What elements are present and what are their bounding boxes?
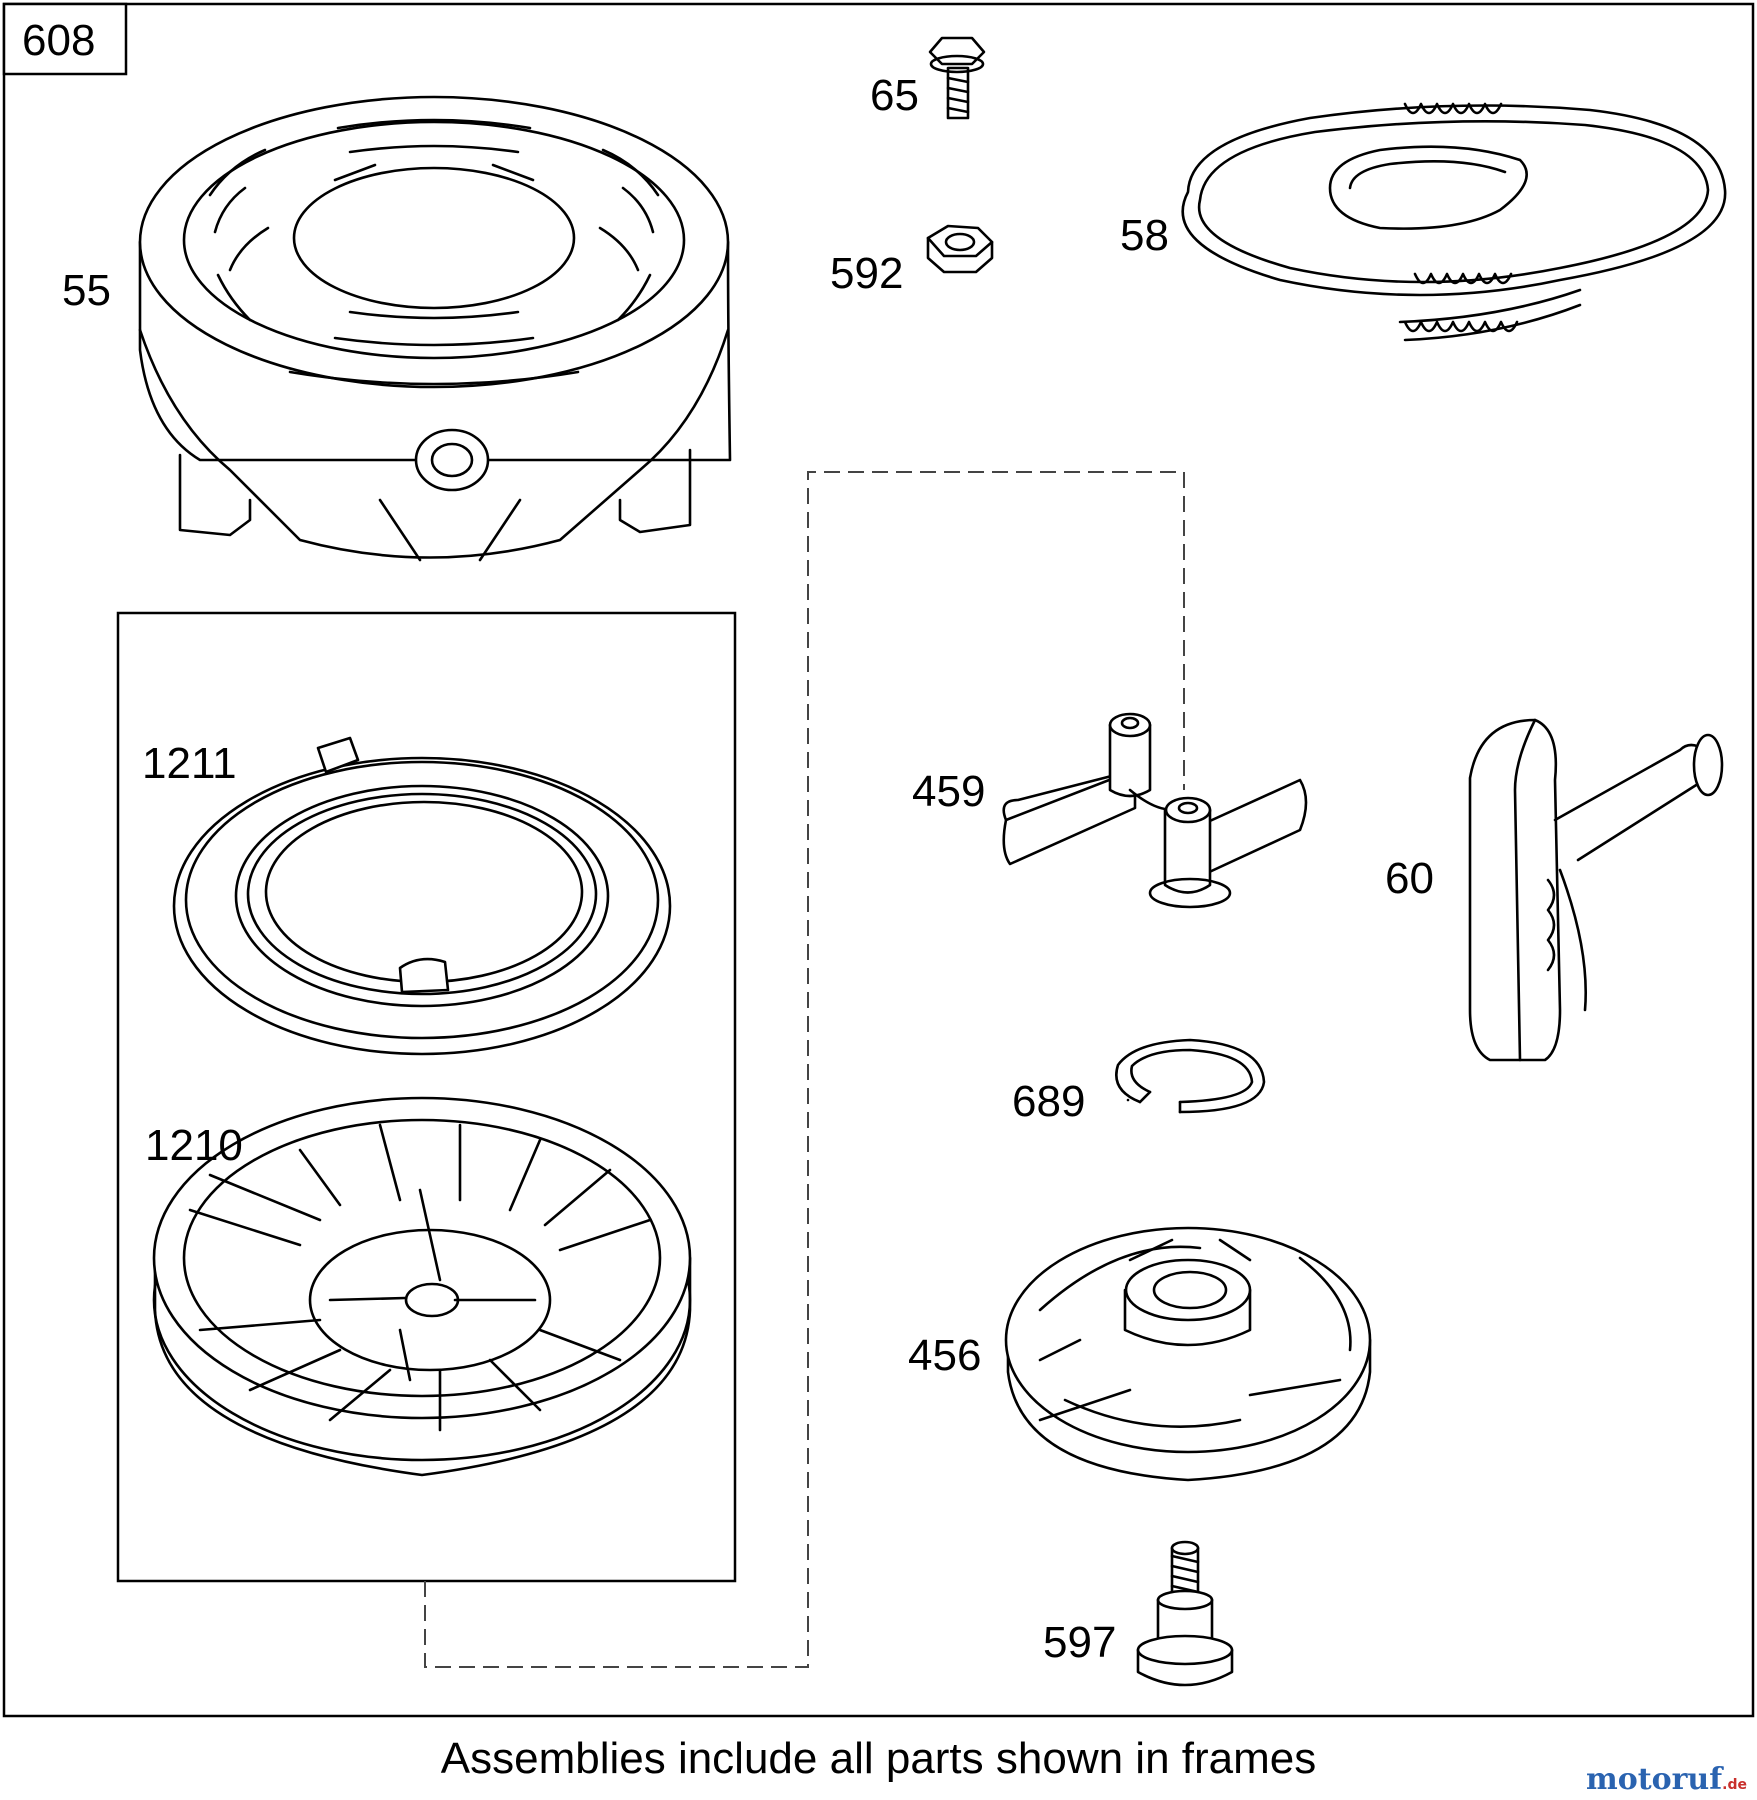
- starter-housing-part-55[interactable]: [138, 95, 732, 562]
- part-label-1210: 1210: [145, 1121, 243, 1170]
- diagram-frame: [2, 2, 1755, 1718]
- starter-rope-part-58[interactable]: [1181, 102, 1727, 342]
- watermark-text: motoruf: [1586, 1762, 1723, 1797]
- watermark-logo: motoruf.de: [1586, 1762, 1747, 1797]
- pulley-part-1210[interactable]: [152, 1096, 692, 1477]
- part-label-1211: 1211: [142, 739, 237, 788]
- pawl-part-459[interactable]: [1002, 712, 1308, 909]
- watermark-suffix: .de: [1722, 1777, 1747, 1793]
- part-label-55: 55: [62, 266, 111, 315]
- assembly-frame: [116, 611, 737, 1583]
- part-label-597: 597: [1043, 1618, 1116, 1667]
- hex-nut-part-592[interactable]: [926, 224, 994, 274]
- part-label-456: 456: [908, 1331, 981, 1380]
- part-label-58: 58: [1120, 211, 1169, 260]
- part-label-459: 459: [912, 767, 985, 816]
- screw-part-597[interactable]: [1136, 1540, 1234, 1687]
- starter-handle-part-60[interactable]: [1468, 718, 1724, 1062]
- part-label-60: 60: [1385, 854, 1434, 903]
- ratchet-part-456[interactable]: [1004, 1098, 1372, 1482]
- bolt-part-65[interactable]: [928, 36, 986, 120]
- recoil-spring-part-1211[interactable]: [172, 736, 672, 1056]
- part-label-689: 689: [1012, 1077, 1085, 1126]
- retaining-ring-part-689[interactable]: [1115, 1038, 1266, 1114]
- assembly-connector-dashed: [424, 471, 1185, 1668]
- diagram-caption: Assemblies include all parts shown in fr…: [440, 1734, 1317, 1783]
- diagram-number: 608: [22, 16, 95, 65]
- diagram-number-box: [2, 2, 128, 76]
- part-label-592: 592: [830, 249, 903, 298]
- part-label-65: 65: [870, 71, 919, 120]
